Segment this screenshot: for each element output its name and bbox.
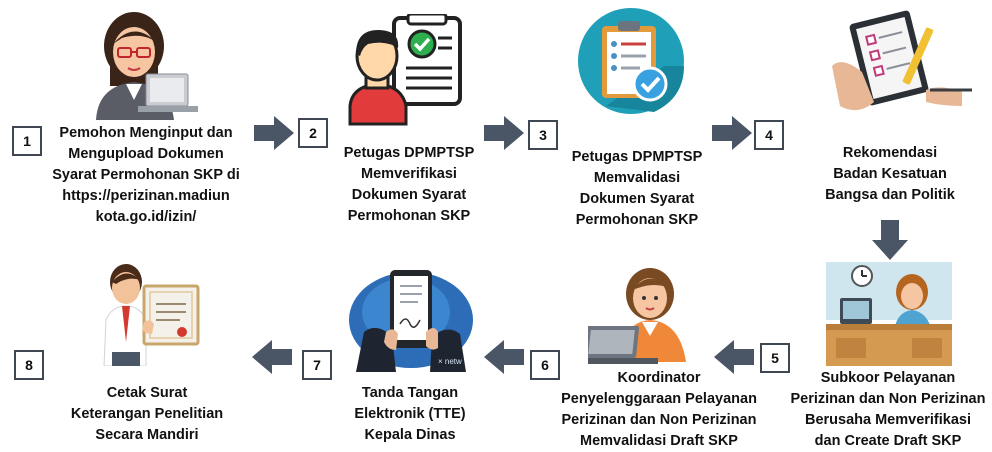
step-7-label: Tanda Tangan Elektronik (TTE) Kepala Din… xyxy=(340,383,480,446)
tablet-watermark-text: × netw xyxy=(438,357,462,366)
step-5-line-1: Subkoor Pelayanan xyxy=(820,370,956,386)
step-5-number: 5 xyxy=(760,343,790,373)
arrow-right-3-4-icon xyxy=(712,116,752,150)
officer-validate-illustration xyxy=(578,8,684,114)
step-1-line-1: Pemohon Menginput dan xyxy=(59,125,233,141)
step-8-number: 8 xyxy=(14,350,44,380)
recommendation-clipboard-illustration xyxy=(832,10,972,111)
step-4-number: 4 xyxy=(754,120,784,150)
step-4-line-3: Bangsa dan Politik xyxy=(825,187,955,203)
coordinator-laptop-illustration xyxy=(588,268,686,364)
step-4-line-1: Rekomendasi xyxy=(842,145,938,161)
step-8-label: Cetak Surat Keterangan Penelitian Secara… xyxy=(62,383,232,446)
woman-at-laptop-illustration xyxy=(96,12,198,120)
arrow-left-6-7-icon xyxy=(484,340,524,374)
step-1-line-3: Syarat Permohonan SKP di xyxy=(52,167,240,183)
step-6-number: 6 xyxy=(530,350,560,380)
arrow-right-1-2-icon xyxy=(254,116,294,150)
step-7-line-3: Kepala Dinas xyxy=(364,427,456,443)
step-3-line-4: Permohonan SKP xyxy=(575,212,699,228)
esignature-tablet-illustration: × netw xyxy=(349,270,473,372)
step-1-line-5: kota.go.id/izin/ xyxy=(95,209,197,225)
step-6-line-1: Koordinator xyxy=(617,370,701,386)
print-certificate-illustration xyxy=(103,264,200,366)
step-8-line-1: Cetak Surat xyxy=(106,385,188,401)
step-1-number: 1 xyxy=(12,126,42,156)
step-2-number: 2 xyxy=(298,118,328,148)
step-7-number: 7 xyxy=(302,350,332,380)
arrow-left-5-6-icon xyxy=(714,340,754,374)
step-5-line-2: Perizinan dan Non Perizinan xyxy=(790,391,986,407)
step-5-line-3: Berusaha Memverifikasi xyxy=(804,412,972,428)
step-6-line-3: Perizinan dan Non Perizinan xyxy=(561,412,757,428)
step-3-line-2: Memvalidasi xyxy=(593,170,681,186)
step-5-label: Subkoor Pelayanan Perizinan dan Non Peri… xyxy=(784,368,992,452)
arrow-left-7-8-icon xyxy=(252,340,292,374)
step-3-number: 3 xyxy=(528,120,558,150)
step-3-line-1: Petugas DPMPTSP xyxy=(571,149,703,165)
step-4-label: Rekomendasi Badan Kesatuan Bangsa dan Po… xyxy=(810,143,970,206)
step-2-line-4: Permohonan SKP xyxy=(347,208,471,224)
step-6-label: Koordinator Penyelenggaraan Pelayanan Pe… xyxy=(546,368,772,452)
step-7-line-2: Elektronik (TTE) xyxy=(354,406,466,422)
step-2-line-2: Memverifikasi xyxy=(361,166,457,182)
step-1-line-4: https://perizinan.madiun xyxy=(62,188,230,204)
step-1-label: Pemohon Menginput dan Mengupload Dokumen… xyxy=(46,123,246,228)
step-6-line-2: Penyelenggaraan Pelayanan xyxy=(561,391,757,407)
arrow-down-4-5-icon xyxy=(872,220,908,260)
step-6-line-4: Memvalidasi Draft SKP xyxy=(580,433,738,449)
officer-verify-illustration xyxy=(348,14,462,126)
step-5-line-4: dan Create Draft SKP xyxy=(814,433,962,449)
step-2-line-1: Petugas DPMPTSP xyxy=(343,145,475,161)
step-3-line-3: Dokumen Syarat xyxy=(579,191,695,207)
step-3-label: Petugas DPMPTSP Memvalidasi Dokumen Syar… xyxy=(562,147,712,231)
step-8-line-3: Secara Mandiri xyxy=(95,427,199,443)
step-7-line-1: Tanda Tangan xyxy=(361,385,459,401)
step-1-line-2: Mengupload Dokumen xyxy=(68,146,224,162)
step-2-line-3: Dokumen Syarat xyxy=(351,187,467,203)
step-2-label: Petugas DPMPTSP Memverifikasi Dokumen Sy… xyxy=(334,143,484,227)
arrow-right-2-3-icon xyxy=(484,116,524,150)
step-4-line-2: Badan Kesatuan xyxy=(833,166,947,182)
subkoor-desk-illustration xyxy=(826,262,952,366)
step-8-line-2: Keterangan Penelitian xyxy=(70,406,224,422)
